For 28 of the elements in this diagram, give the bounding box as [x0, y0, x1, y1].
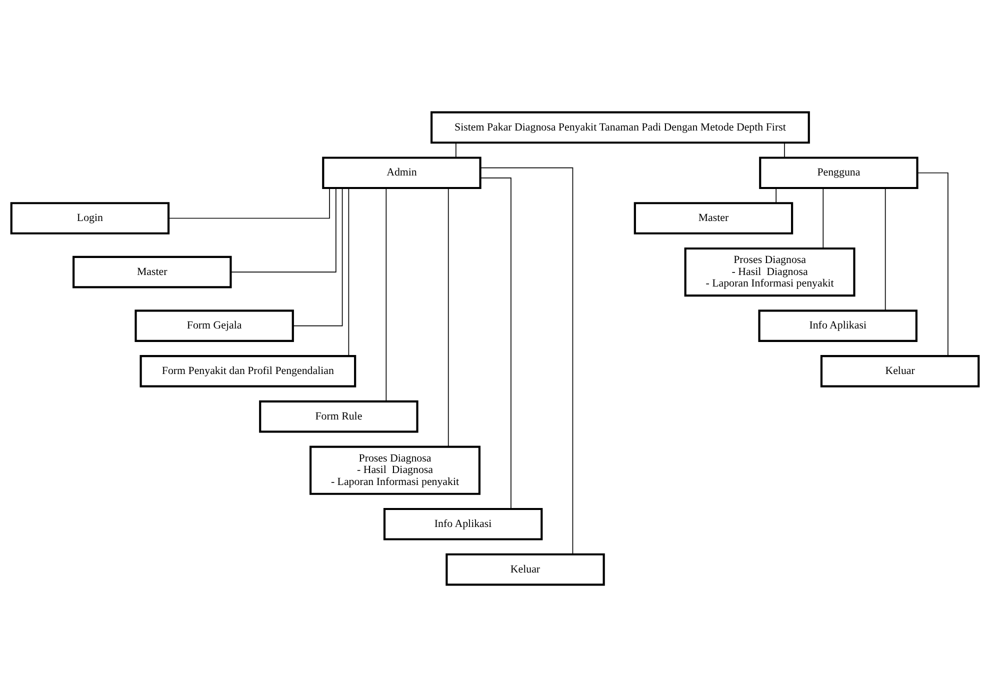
node-box: Info Aplikasi	[758, 310, 918, 342]
node-box: Proses Diagnosa - Hasil Diagnosa - Laporan Informasi penyakit	[310, 446, 480, 495]
node-box: Keluar	[820, 355, 980, 388]
node-box: Login	[10, 202, 170, 234]
connector	[386, 188, 387, 402]
connector	[292, 188, 343, 326]
connector	[884, 188, 886, 312]
node-box: Master	[634, 202, 794, 234]
connector	[480, 178, 512, 510]
node-box: Master	[72, 256, 232, 288]
node-box: Keluar	[446, 553, 605, 586]
node-box: Form Gejala	[134, 310, 294, 342]
node-box: Form Penyakit dan Profil Pengendalian	[140, 355, 356, 388]
node-box: Proses Diagnosa - Hasil Diagnosa - Laporan Informasi penyakit	[684, 247, 856, 297]
node-box: Form Rule	[259, 400, 418, 433]
connector	[168, 188, 330, 219]
connector	[776, 188, 777, 204]
connector	[348, 188, 350, 356]
connector	[822, 188, 824, 249]
node-box: Admin	[322, 156, 482, 190]
node-box: Info Aplikasi	[383, 508, 543, 540]
connector	[784, 142, 785, 158]
connector	[448, 188, 449, 448]
connector	[917, 172, 948, 356]
node-box: Sistem Pakar Diagnosa Penyakit Tanaman Padi Dengan Metode Depth First	[430, 111, 810, 144]
connector	[230, 188, 336, 272]
connector	[480, 167, 574, 555]
node-box: Pengguna	[759, 156, 918, 190]
